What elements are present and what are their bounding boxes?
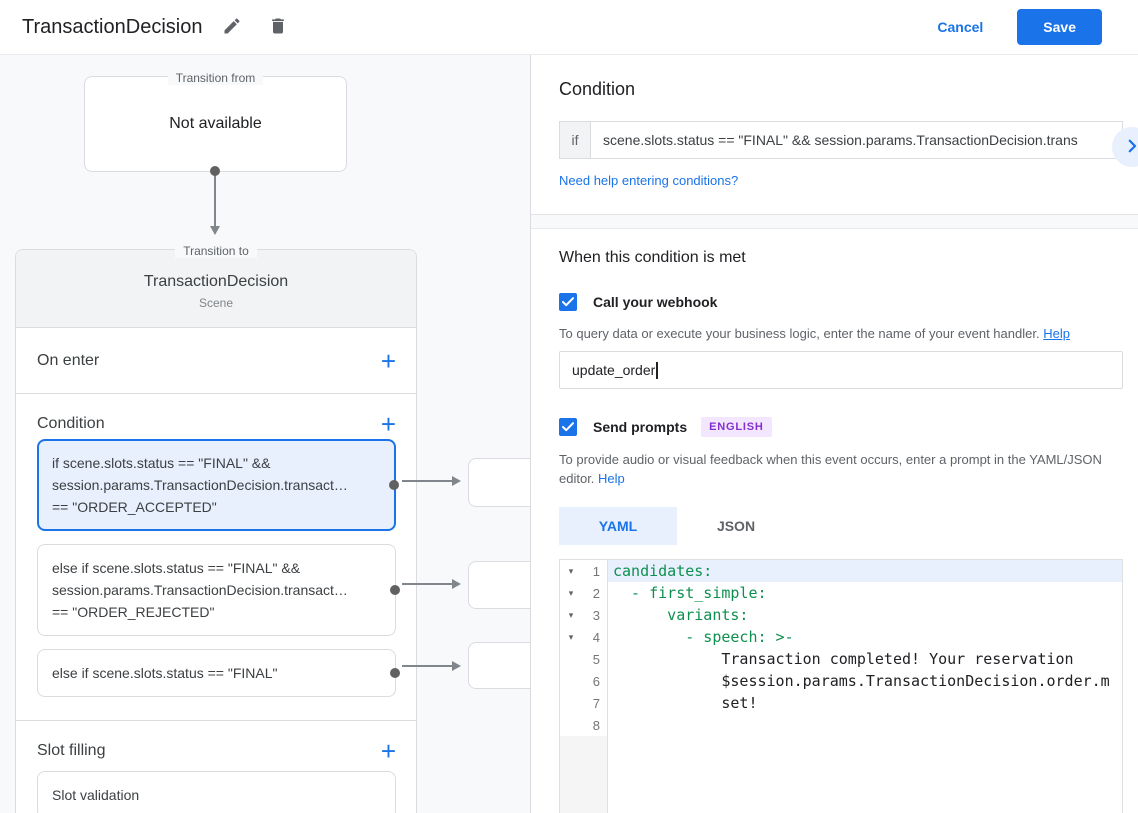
editor-gutter: [560, 736, 608, 813]
cancel-button[interactable]: Cancel: [937, 19, 984, 35]
check-icon: [562, 422, 574, 432]
send-prompts-checkbox[interactable]: [559, 418, 577, 436]
prompts-helper-text: To provide audio or visual feedback when…: [559, 452, 1102, 486]
text-caret: [656, 361, 658, 379]
connector-line: [402, 480, 452, 482]
condition-section-label: Condition: [37, 414, 105, 432]
check-icon: [562, 297, 574, 307]
code-line: ▾2 - first_simple:: [560, 582, 1122, 604]
section-divider: [531, 214, 1138, 229]
transition-from-node: Transition from Not available: [84, 71, 347, 172]
arrow-down-icon: [210, 226, 220, 235]
on-enter-section: On enter +: [16, 328, 416, 394]
arrow-right-icon: [452, 579, 461, 589]
trash-icon: [268, 16, 288, 39]
code-line: ▾1 candidates:: [560, 560, 1122, 582]
add-condition-button[interactable]: +: [377, 411, 400, 437]
condition-card-rejected[interactable]: else if scene.slots.status == "FINAL" &&…: [37, 544, 400, 636]
connector-dot: [210, 166, 220, 176]
scene-title: TransactionDecision: [143, 273, 289, 290]
fold-toggle-icon[interactable]: ▾: [568, 631, 574, 642]
top-bar: TransactionDecision Cancel Save: [0, 0, 1138, 55]
delete-scene-button[interactable]: [262, 10, 294, 45]
slot-validation-card[interactable]: Slot validation: [37, 771, 396, 813]
scene-subtitle: Scene: [198, 296, 234, 310]
scene-header: TransactionDecision Scene: [16, 250, 416, 328]
connector-line: [402, 583, 452, 585]
condition-expression-input[interactable]: scene.slots.status == "FINAL" && session…: [590, 121, 1123, 159]
arrow-right-icon: [452, 476, 461, 486]
condition-section: Condition + if scene.slots.status == "FI…: [16, 394, 416, 721]
chevron-right-icon: [1123, 137, 1138, 158]
pencil-icon: [222, 16, 242, 39]
fold-toggle-icon[interactable]: ▾: [568, 565, 574, 576]
connector-dot: [390, 668, 400, 678]
code-line: ▾3 variants:: [560, 604, 1122, 626]
code-line: 7 set!: [560, 692, 1122, 714]
panel-title: Condition: [559, 79, 636, 99]
conditions-help-link[interactable]: Need help entering conditions?: [559, 173, 739, 188]
slot-filling-section: Slot filling +: [16, 721, 416, 764]
when-condition-title: When this condition is met: [559, 249, 746, 266]
connector-dot: [390, 585, 400, 595]
fold-toggle-icon[interactable]: ▾: [568, 609, 574, 620]
connector-line: [402, 665, 452, 667]
edit-title-button[interactable]: [216, 10, 248, 45]
tab-yaml[interactable]: YAML: [559, 507, 677, 545]
slot-validation-label: Slot validation: [52, 787, 140, 803]
condition-editor-section: Condition if scene.slots.status == "FINA…: [531, 55, 1138, 214]
if-condition-row: if scene.slots.status == "FINAL" && sess…: [559, 121, 1123, 159]
send-prompts-label: Send prompts: [593, 419, 688, 435]
collapse-panel-button[interactable]: [1112, 127, 1138, 167]
yaml-code-editor[interactable]: ▾1 candidates: ▾2 - first_simple: ▾3 var…: [559, 559, 1123, 813]
condition-detail-panel: Condition if scene.slots.status == "FINA…: [530, 55, 1138, 813]
language-badge: ENGLISH: [701, 417, 772, 437]
condition-met-section: When this condition is met Call your web…: [531, 229, 1138, 813]
code-line: 5 Transaction completed! Your reservatio…: [560, 648, 1122, 670]
webhook-handler-input[interactable]: update_order: [559, 351, 1123, 389]
if-prefix-label: if: [559, 121, 590, 159]
code-line: ▾4 - speech: >-: [560, 626, 1122, 648]
on-enter-label: On enter: [37, 351, 100, 369]
call-webhook-label: Call your webhook: [593, 294, 718, 310]
code-line: 8: [560, 714, 1122, 736]
fold-toggle-icon[interactable]: ▾: [568, 587, 574, 598]
page-title: TransactionDecision: [22, 15, 203, 38]
slot-filling-label: Slot filling: [37, 742, 106, 759]
transition-to-node: Transition to TransactionDecision Scene …: [15, 244, 417, 813]
transition-from-value: Not available: [169, 115, 262, 132]
editor-format-tabs: YAML JSON: [559, 507, 1122, 545]
call-webhook-checkbox[interactable]: [559, 293, 577, 311]
condition-card-final[interactable]: else if scene.slots.status == "FINAL": [37, 649, 400, 697]
webhook-help-link[interactable]: Help: [1043, 326, 1070, 341]
condition-card-accepted[interactable]: if scene.slots.status == "FINAL" && sess…: [37, 439, 399, 531]
add-on-enter-button[interactable]: +: [377, 348, 400, 374]
connector-line: [214, 174, 216, 226]
arrow-right-icon: [452, 661, 461, 671]
tab-json[interactable]: JSON: [677, 507, 795, 545]
transition-from-legend: Transition from: [85, 69, 346, 87]
add-slot-button[interactable]: +: [377, 738, 400, 764]
connector-dot: [389, 480, 399, 490]
webhook-helper-text: To query data or execute your business l…: [559, 326, 1070, 341]
prompts-help-link[interactable]: Help: [598, 471, 625, 486]
editor-empty-area[interactable]: [560, 736, 1122, 813]
code-line: 6 $session.params.TransactionDecision.or…: [560, 670, 1122, 692]
save-button[interactable]: Save: [1017, 9, 1102, 45]
